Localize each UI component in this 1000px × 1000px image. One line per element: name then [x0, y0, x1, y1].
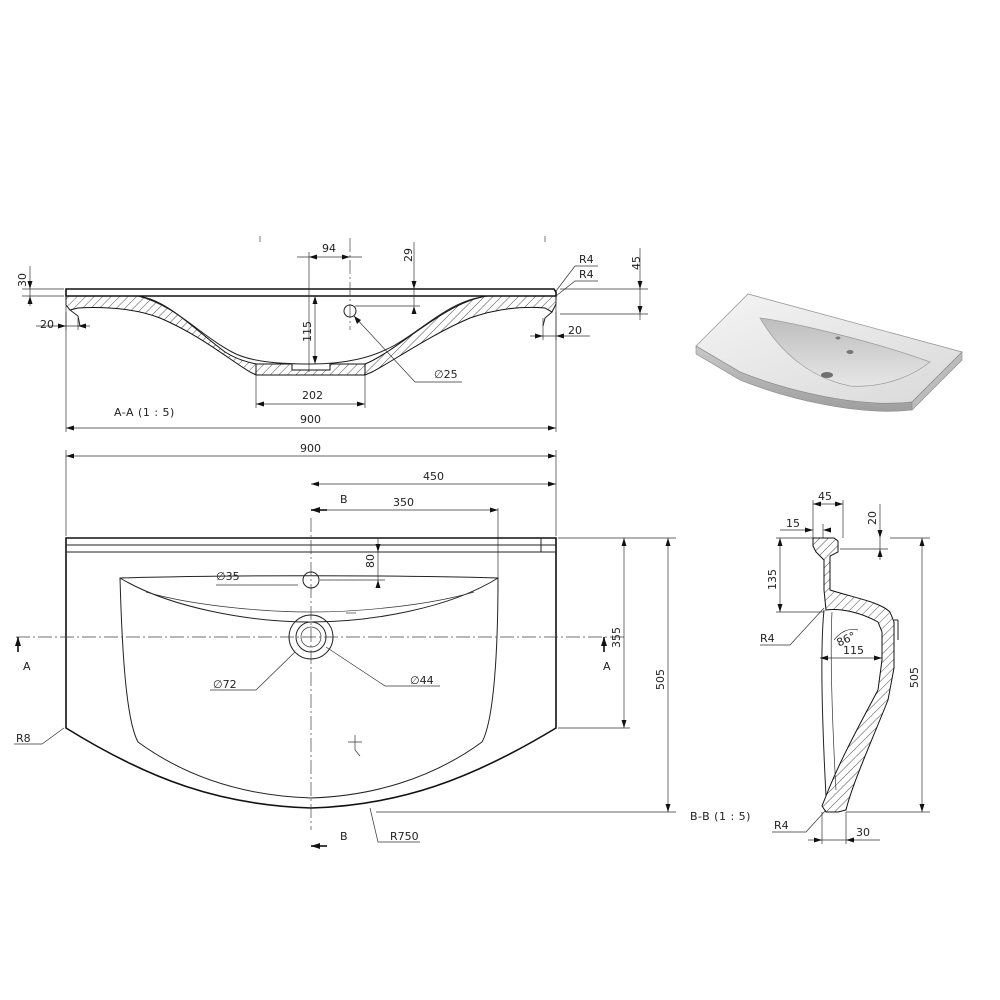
section-aa-left-lip [69, 309, 81, 327]
section-aa-label: A-A (1 : 5) [114, 406, 175, 419]
section-aa-bottom-hatch [255, 363, 366, 376]
dim-bb-505: 505 [908, 667, 921, 688]
dim-aa-115: 115 [301, 321, 314, 342]
dim-bb-115: 115 [843, 644, 864, 657]
dim-plan-dia44: ∅44 [410, 674, 434, 687]
plan-view: 900 450 350 B [14, 442, 676, 849]
dim-aa-20-left: 20 [40, 318, 54, 331]
section-aa-view: 94 29 115 30 20 20 45 [16, 236, 648, 432]
plan-drain-inner [295, 621, 327, 653]
dim-aa-29: 29 [402, 248, 415, 262]
dim-bb-30: 30 [856, 826, 870, 839]
section-aa-right-hatch [364, 295, 557, 376]
dim-aa-202: 202 [302, 389, 323, 402]
dim-aa-900: 900 [300, 413, 321, 426]
dim-plan-r750: R750 [390, 830, 419, 843]
plan-bowl-outline [119, 575, 499, 799]
dim-plan-900: 900 [300, 442, 321, 455]
dim-plan-350: 350 [393, 496, 414, 509]
dim-bb-r4-top: R4 [760, 632, 775, 645]
dim-bb-r4-bottom: R4 [774, 819, 789, 832]
dim-plan-505: 505 [654, 669, 667, 690]
dim-bb-45: 45 [818, 490, 832, 503]
dim-plan-80: 80 [364, 554, 377, 568]
dim-plan-dia35: ∅35 [216, 570, 240, 583]
plan-drain-outer [288, 614, 334, 660]
dim-aa-20-right: 20 [568, 324, 582, 337]
section-a-left-marker: A [23, 660, 31, 673]
dim-aa-30: 30 [16, 273, 29, 287]
washbasin-3d-view [695, 293, 963, 412]
section-bb-view: 45 15 20 135 R4 86° 115 505 R4 30 B-B (1… [690, 490, 930, 844]
dim-plan-355: 355 [610, 627, 623, 648]
section-aa-right-lip [542, 311, 553, 327]
section-b-top-marker: B [340, 493, 348, 506]
section-aa-top-outline [65, 288, 557, 297]
section-b-bottom-marker: B [340, 830, 348, 843]
plan-tap-hole [302, 571, 320, 589]
plan-overflow-mark [348, 735, 362, 757]
dim-bb-20: 20 [866, 511, 879, 525]
dim-aa-r4-bottom: R4 [579, 268, 594, 281]
section-bb-label: B-B (1 : 5) [690, 810, 751, 823]
dim-aa-dia25: ∅25 [434, 368, 458, 381]
section-aa-left-hatch [65, 295, 257, 376]
dim-aa-45: 45 [630, 256, 643, 270]
section-aa-bowl-curve [137, 295, 489, 365]
dim-bb-135: 135 [766, 569, 779, 590]
dim-aa-94: 94 [322, 242, 336, 255]
section-a-right-marker: A [603, 660, 611, 673]
dim-plan-r8: R8 [16, 732, 31, 745]
dim-aa-r4-top: R4 [579, 253, 594, 266]
dim-plan-450: 450 [423, 470, 444, 483]
section-bb-profile [812, 537, 895, 813]
dim-plan-dia72: ∅72 [213, 678, 237, 691]
dim-bb-15: 15 [786, 517, 800, 530]
